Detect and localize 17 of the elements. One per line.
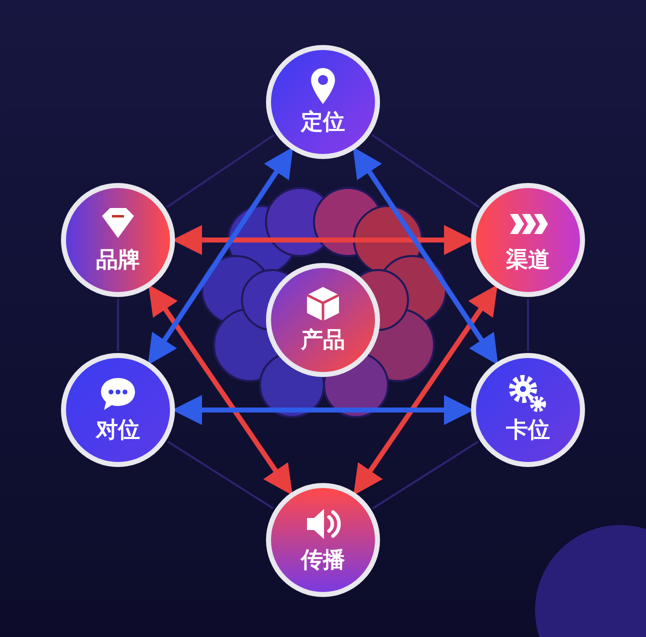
connector-line bbox=[117, 299, 119, 351]
node-label: 定位 bbox=[300, 110, 346, 136]
node-label: 渠道 bbox=[505, 248, 551, 274]
connector-line bbox=[167, 440, 274, 510]
node-label: 对位 bbox=[94, 418, 141, 444]
node-label: 产品 bbox=[300, 328, 346, 354]
double-arrow bbox=[353, 284, 498, 496]
node-label: 卡位 bbox=[505, 418, 551, 444]
connector-line bbox=[166, 134, 275, 208]
connector-line bbox=[371, 134, 480, 208]
double-arrow bbox=[148, 146, 294, 366]
connector-line bbox=[527, 299, 529, 351]
double-arrow bbox=[352, 146, 498, 366]
double-arrow bbox=[148, 284, 293, 496]
node-label: 传播 bbox=[299, 548, 346, 574]
node-label: 品牌 bbox=[95, 248, 141, 274]
connector-line bbox=[372, 440, 479, 510]
